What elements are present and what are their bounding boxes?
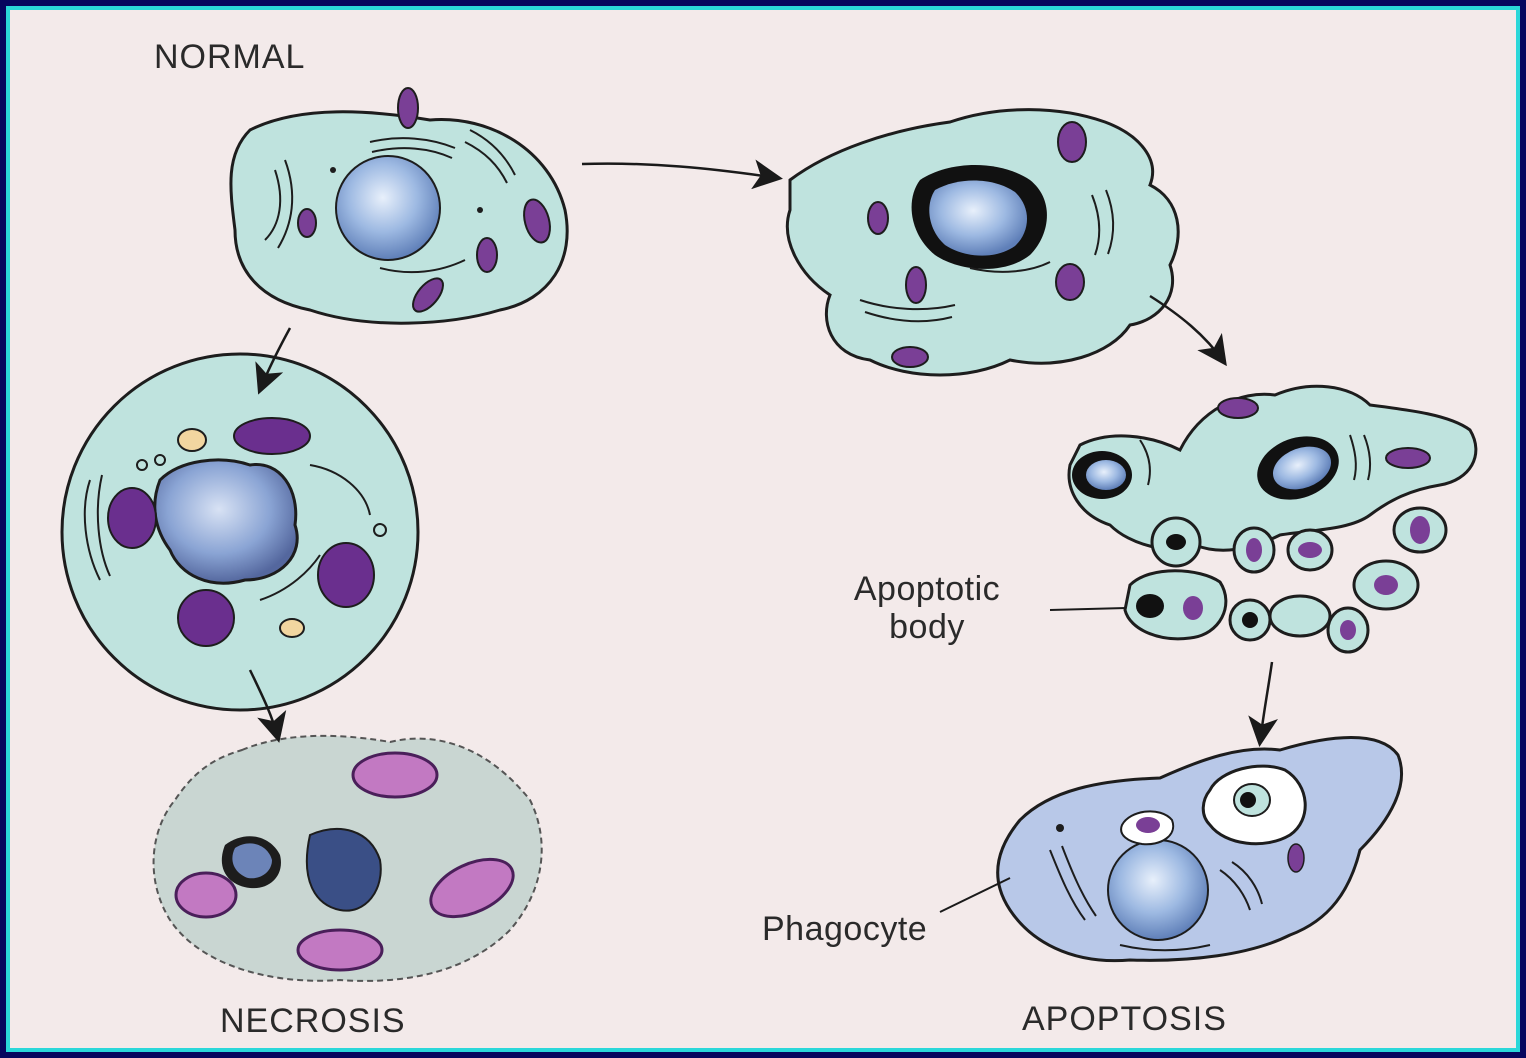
diagram-svg — [10, 10, 1520, 1052]
phagocyte-leader-line — [940, 878, 1010, 912]
label-apoptotic-body-line2: body — [822, 608, 1032, 646]
necrotic-cell-icon — [154, 736, 542, 981]
label-apoptosis: APOPTOSIS — [1022, 1000, 1227, 1039]
apoptotic-body-leader-line — [1050, 608, 1126, 610]
label-necrosis: NECROSIS — [220, 1002, 406, 1041]
shrunken-cell-icon — [787, 110, 1178, 375]
normal-cell-icon — [231, 88, 567, 323]
label-apoptotic-body-line1: Apoptotic — [822, 570, 1032, 608]
fragmenting-cell-icon — [1069, 386, 1476, 652]
label-phagocyte: Phagocyte — [762, 910, 927, 948]
swollen-cell-icon — [62, 354, 418, 710]
label-apoptotic-body: Apoptotic body — [822, 570, 1032, 646]
phagocyte-cell-icon — [998, 738, 1402, 961]
label-normal: NORMAL — [154, 38, 305, 77]
diagram-panel: NORMAL NECROSIS APOPTOSIS Apoptotic body… — [6, 6, 1520, 1052]
